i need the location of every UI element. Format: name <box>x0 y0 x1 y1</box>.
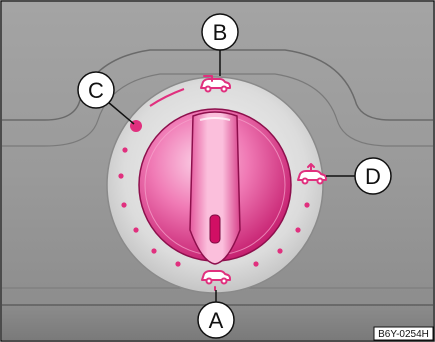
position-dot <box>295 227 300 232</box>
position-dot <box>175 261 180 266</box>
position-dot <box>253 261 258 266</box>
callout-a-label: A <box>209 308 224 333</box>
callout-c-label: C <box>88 78 104 103</box>
position-dot <box>121 202 126 207</box>
knob-indicator <box>210 215 220 243</box>
callout-d-label: D <box>365 164 381 189</box>
position-dot <box>133 227 138 232</box>
position-dot <box>118 173 123 178</box>
position-dot <box>151 248 156 253</box>
callout-b-label: B <box>213 20 228 45</box>
reference-code: B6Y-0254H <box>378 329 429 340</box>
position-dot <box>304 202 309 207</box>
position-dot <box>277 248 282 253</box>
position-dot <box>122 147 127 152</box>
